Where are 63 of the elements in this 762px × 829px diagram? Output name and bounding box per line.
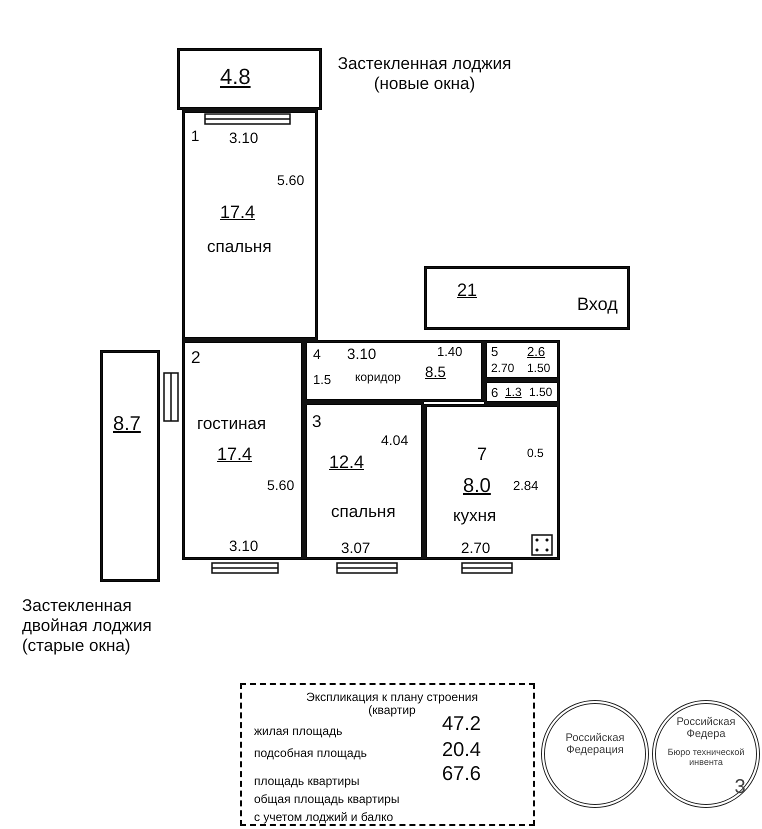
dimension-label: 2.70	[461, 541, 490, 558]
dimension-label: 2.84	[513, 479, 538, 494]
room-number: 1	[191, 129, 200, 146]
official-stamp	[541, 700, 649, 808]
room-name: Вход	[577, 295, 618, 315]
dimension-label: 0.5	[527, 447, 544, 460]
table-row-label: с учетом лоджий и балко	[254, 811, 394, 824]
dimension-label: 4.04	[381, 433, 408, 448]
dimension-label: 1.5	[313, 373, 332, 388]
area-label: 21	[457, 281, 478, 301]
dimension-label: 5.60	[277, 173, 304, 188]
kitchen-room	[424, 404, 560, 560]
room-number: 3	[312, 413, 322, 432]
dimension-label: 3.10	[229, 539, 258, 556]
room-number: 6	[491, 386, 498, 400]
dimension-label: 1.40	[437, 345, 462, 360]
area-label: 1.3	[505, 386, 522, 400]
stamp-text: Бюро технической инвента	[666, 748, 746, 768]
room-name: спальня	[331, 503, 396, 522]
official-stamp	[652, 700, 760, 808]
caption-text: Застекленная двойная лоджия (старые окна)	[22, 596, 153, 656]
room-name: гостиная	[197, 415, 266, 434]
table-row-label: жилая площадь	[254, 725, 342, 738]
stamp-text: Российская Федерация	[564, 732, 626, 756]
corridor-room	[304, 340, 484, 402]
dimension-label: 3.10	[347, 347, 376, 364]
toilet-room	[484, 380, 560, 404]
room-name: коридор	[355, 371, 401, 384]
stamp-text: Российская Федера	[676, 716, 736, 740]
handwritten-value: 20.4	[442, 739, 481, 761]
room-name: спальня	[207, 238, 272, 257]
dimension-label: 5.60	[267, 478, 294, 494]
table-row-label: площадь квартиры	[254, 775, 360, 788]
area-label: 12.4	[329, 453, 364, 473]
room-name: кухня	[453, 507, 496, 526]
loggia-room	[177, 48, 322, 110]
room-number: 2	[191, 349, 200, 368]
area-label: 8.0	[463, 475, 491, 497]
loggia-room	[100, 350, 160, 582]
dimension-label: 3.10	[229, 131, 258, 148]
dimension-label: 1.50	[529, 386, 552, 400]
area-label: 4.8	[220, 65, 251, 90]
table-row-label: подсобная площадь	[254, 747, 367, 760]
area-label: 17.4	[220, 203, 256, 223]
caption-text: Застекленная лоджия (новые окна)	[336, 54, 512, 94]
area-label: 8.7	[113, 413, 141, 435]
dimension-label: 2.70	[491, 362, 514, 376]
area-label: 2.6	[527, 345, 546, 360]
entrance-hall	[424, 266, 630, 330]
bathroom-room	[484, 340, 560, 380]
room-number: 5	[491, 345, 498, 360]
bedroom-room	[182, 110, 318, 340]
bedroom-room	[304, 402, 424, 560]
table-row-label: общая площадь квартиры	[254, 793, 400, 806]
dimension-label: 3.07	[341, 541, 370, 558]
living-room	[182, 340, 304, 560]
handwritten-value: 67.6	[442, 763, 481, 785]
dimension-label: 1.50	[527, 362, 550, 376]
area-label: 8.5	[425, 365, 446, 382]
room-number: 7	[477, 445, 488, 465]
area-label: 17.4	[217, 445, 252, 465]
room-number: 4	[313, 347, 321, 362]
explication-table	[240, 683, 535, 826]
